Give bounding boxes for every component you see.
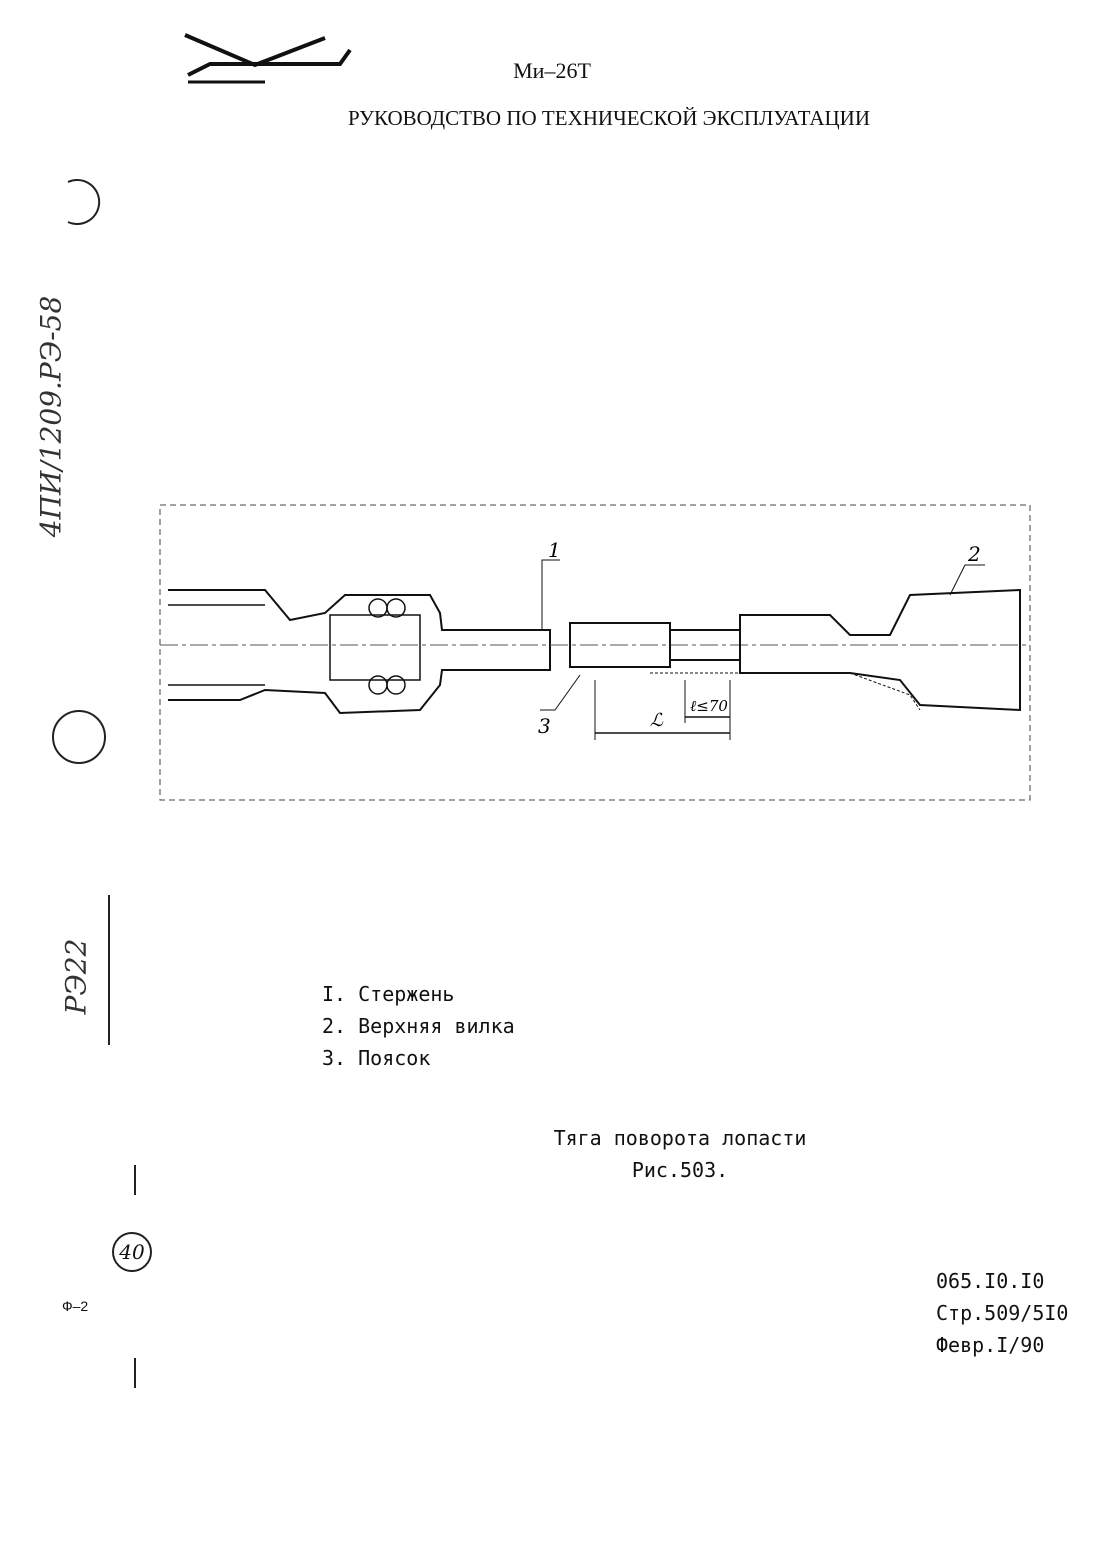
punch-hole-mark xyxy=(67,179,101,225)
caption-title: Тяга поворота лопасти xyxy=(553,1126,807,1150)
margin-tick-mark xyxy=(134,1165,136,1195)
manufacturer-logo xyxy=(184,33,352,84)
margin-rule xyxy=(108,895,110,1045)
callout-2: 2 xyxy=(967,542,981,566)
sheet-badge: 40 xyxy=(112,1232,152,1272)
form-label: Ф–2 xyxy=(62,1298,89,1314)
punch-hole xyxy=(52,710,106,764)
parts-list-item: I. Стержень xyxy=(322,982,455,1006)
parts-list-item: 2. Верхняя вилка xyxy=(322,1014,515,1038)
parts-list: I. Стержень 2. Верхняя вилка 3. Поясок xyxy=(322,978,515,1074)
margin-note-vertical-2: РЭ22 xyxy=(59,938,93,1015)
doc-code: 065.I0.I0 xyxy=(936,1269,1045,1293)
dimension-l: ℓ≤70 xyxy=(690,697,728,715)
parts-list-item: 3. Поясок xyxy=(322,1046,431,1070)
margin-note-vertical-1: 4ПИ/1209.РЭ-58 xyxy=(34,295,68,538)
dimension-L: ℒ xyxy=(650,710,664,731)
figure-caption: Тяга поворота лопасти Рис.503. xyxy=(530,1122,830,1186)
margin-tick-mark xyxy=(134,1358,136,1388)
aircraft-model: Ми–26Т xyxy=(513,58,591,83)
caption-figure-number: Рис.503. xyxy=(631,1158,729,1182)
document-title: РУКОВОДСТВО ПО ТЕХНИЧЕСКОЙ ЭКСПЛУАТАЦИИ xyxy=(347,106,871,130)
page-number: Стр.509/5I0 xyxy=(936,1301,1069,1325)
callout-3: 3 xyxy=(538,714,551,738)
page-info: 065.I0.I0 Стр.509/5I0 Февр.I/90 xyxy=(936,1265,1068,1361)
technical-drawing: 1 2 3 ℒ ℓ≤70 xyxy=(159,504,1031,801)
callout-1: 1 xyxy=(548,538,561,562)
revision-date: Февр.I/90 xyxy=(936,1333,1045,1357)
